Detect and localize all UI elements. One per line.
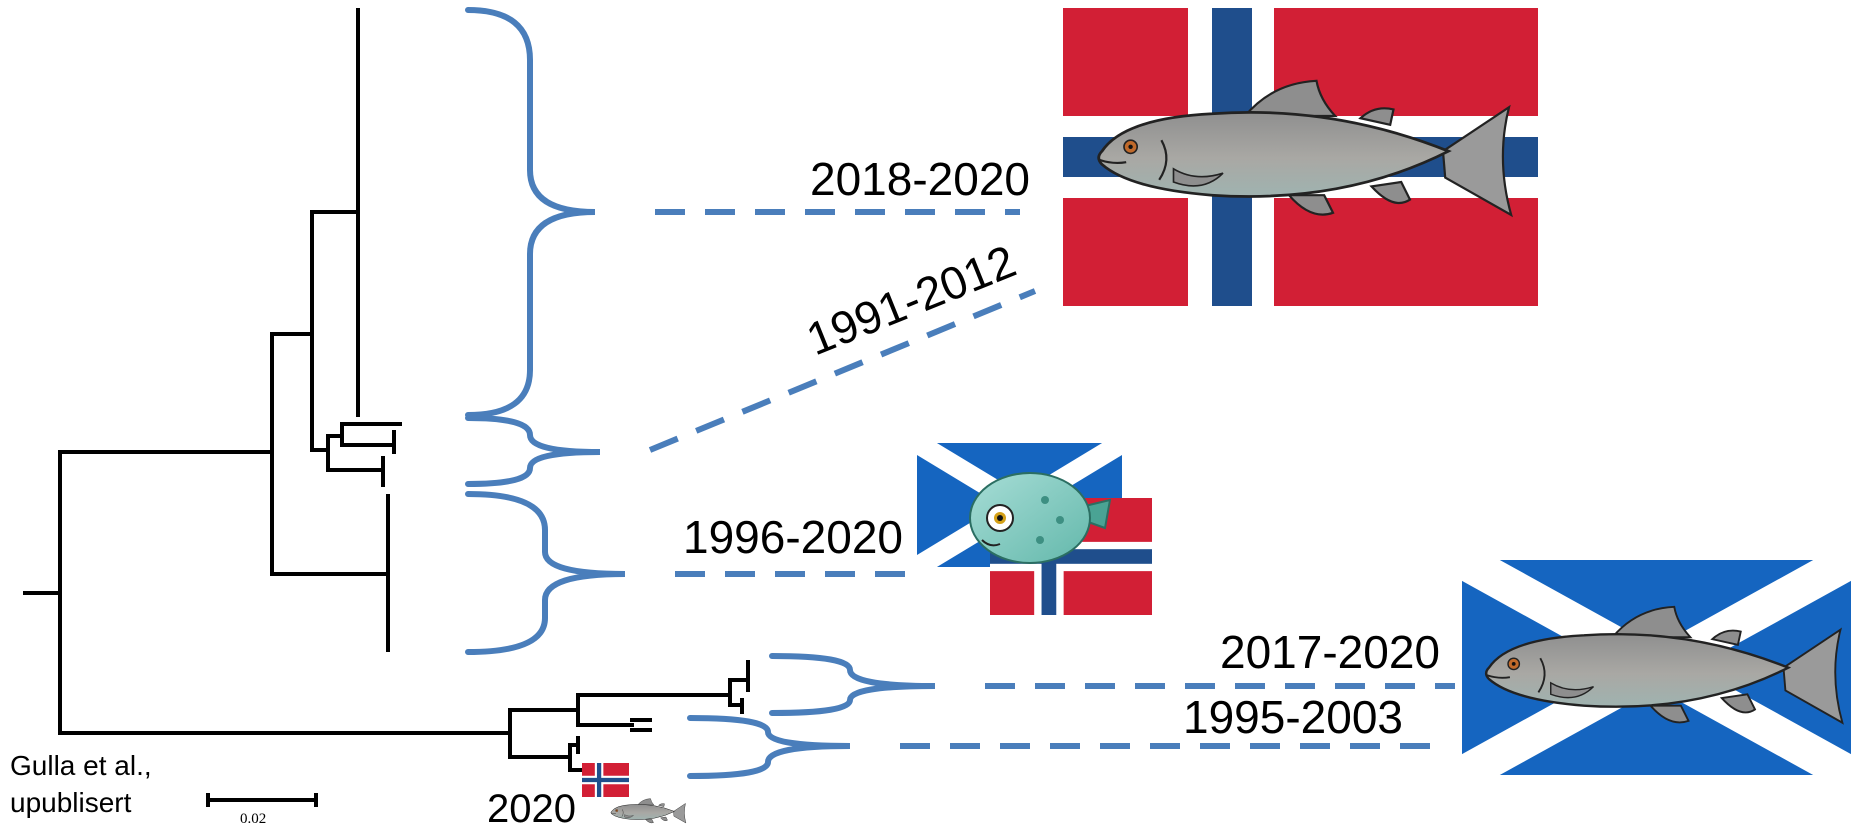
period-label-1: 2018-2020	[810, 153, 1030, 205]
bracket-clade-1	[465, 7, 596, 418]
period-label-2: 1991-2012	[799, 235, 1022, 366]
phylogenetic-tree	[23, 8, 750, 772]
scale-bar	[206, 793, 318, 807]
connector-2	[648, 288, 1037, 453]
small-year-label: 2020	[487, 787, 576, 827]
attribution-line-1: Gulla et al.,	[10, 750, 152, 781]
period-label-5: 1995-2003	[1183, 691, 1403, 743]
period-label-3: 1996-2020	[683, 511, 903, 563]
norway-flag-icon	[582, 763, 629, 797]
attribution-line-2: upublisert	[10, 787, 132, 818]
salmon-icon	[610, 798, 687, 824]
scale-bar-label: 0.02	[240, 811, 266, 827]
clade-brackets	[465, 7, 936, 779]
period-label-4: 2017-2020	[1220, 626, 1440, 678]
lumpfish-icon	[969, 472, 1112, 564]
bracket-clade-2	[465, 415, 601, 487]
bracket-clade-5	[687, 715, 851, 779]
bracket-clade-4	[769, 653, 936, 716]
bracket-clade-3	[465, 491, 626, 655]
dashed-connectors	[648, 209, 1455, 749]
